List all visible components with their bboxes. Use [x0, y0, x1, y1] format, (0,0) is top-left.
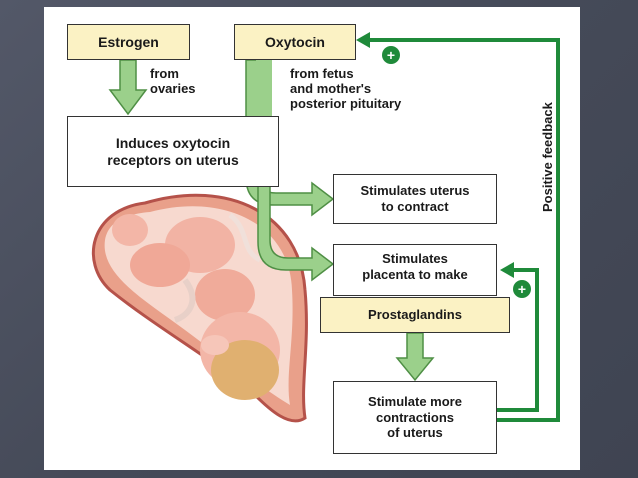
plus-circle-icon: +: [513, 280, 531, 298]
plus-sign: +: [387, 47, 395, 63]
estrogen-box: Estrogen: [67, 24, 190, 60]
prostaglandins-box: Prostaglandins: [320, 297, 510, 333]
stimulates-placenta-box: Stimulates placenta to make: [333, 244, 497, 296]
stimulates-uterus-box: Stimulates uterus to contract: [333, 174, 497, 224]
oxytocin-box: Oxytocin: [234, 24, 356, 60]
estrogen-down-arrow: [108, 59, 148, 116]
more-contractions-box: Stimulate more contractions of uterus: [333, 381, 497, 454]
plus-circle-icon: +: [382, 46, 400, 64]
induces-receptors-box: Induces oxytocin receptors on uterus: [67, 116, 279, 187]
from-ovaries-note: from ovaries: [150, 66, 196, 96]
plus-sign: +: [518, 281, 526, 297]
feedback-loop-inner: [497, 268, 539, 412]
feedback-outer-arrowhead: [356, 32, 370, 48]
feedback-inner-arrowhead: [500, 262, 514, 278]
from-fetus-note: from fetus and mother's posterior pituit…: [290, 66, 402, 111]
positive-feedback-label: Positive feedback: [540, 102, 555, 212]
feedback-loop-outer: [365, 38, 560, 422]
oxytocin-stem-arrow: [256, 60, 272, 120]
prostaglandins-down-arrow: [395, 332, 435, 382]
fetus-illustration-icon: [91, 193, 308, 423]
